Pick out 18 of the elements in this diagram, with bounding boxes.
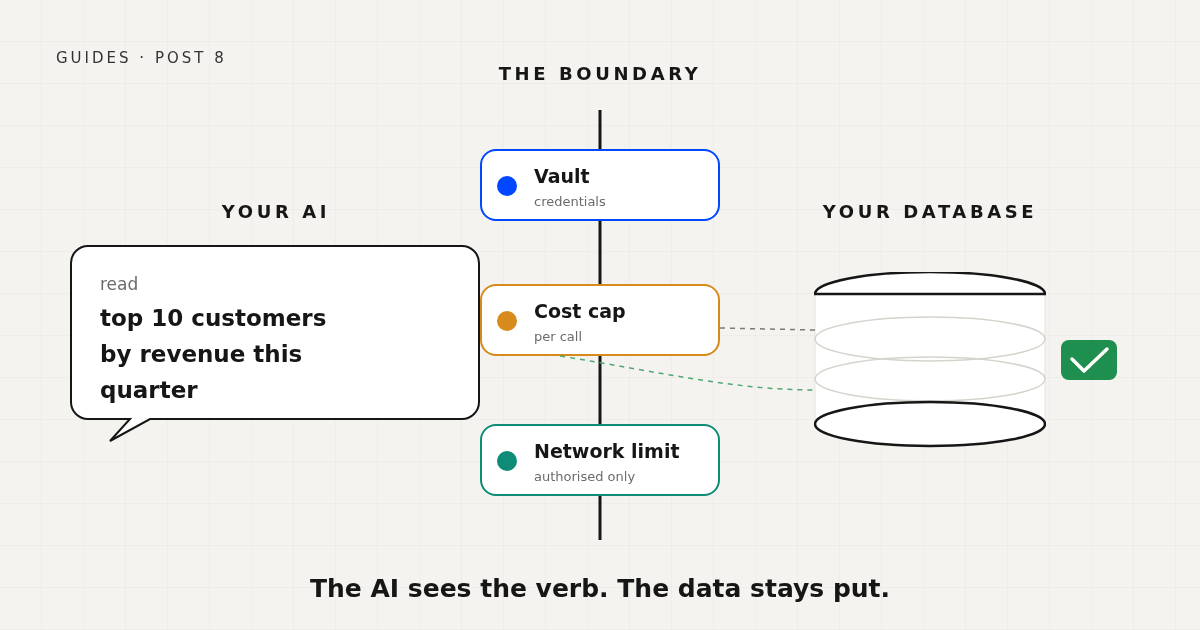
section-heading: YOUR DATABASE bbox=[821, 200, 1039, 224]
verb-text: read bbox=[100, 273, 139, 296]
query-text: top 10 customers by revenue this quarter bbox=[100, 304, 328, 405]
card-title: Network limit bbox=[534, 439, 680, 464]
database-cylinder bbox=[814, 272, 1046, 448]
guard-card bbox=[480, 284, 720, 356]
guard-card bbox=[480, 424, 720, 496]
dashed-connector bbox=[719, 327, 816, 331]
section-heading: YOUR AI bbox=[220, 200, 332, 224]
caption: The AI sees the verb. The data stays put. bbox=[308, 573, 892, 605]
section-heading: THE BOUNDARY bbox=[497, 62, 703, 86]
series-label: GUIDES · POST 8 bbox=[56, 48, 227, 69]
card-subtitle: authorised only bbox=[534, 468, 636, 486]
card-title: Vault bbox=[534, 164, 590, 189]
card-subtitle: per call bbox=[534, 328, 583, 346]
card-subtitle: credentials bbox=[534, 193, 606, 211]
card-title: Cost cap bbox=[534, 299, 626, 324]
guard-card bbox=[480, 149, 720, 221]
